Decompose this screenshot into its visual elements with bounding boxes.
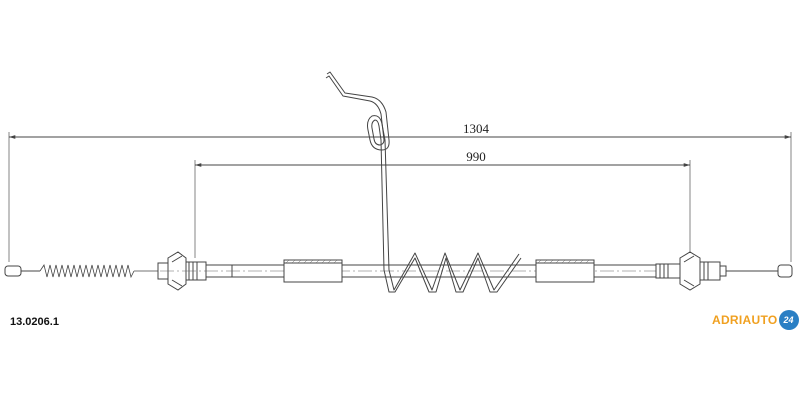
overall-dimension-label: 1304 xyxy=(463,121,490,136)
inner-dimension-label: 990 xyxy=(466,149,486,164)
brand-name: ADRIAUTO xyxy=(712,313,778,327)
brand-logo: ADRIAUTO 24 xyxy=(712,308,799,332)
right-end-fitting xyxy=(726,264,793,278)
wire-clip xyxy=(325,71,522,293)
sleeve-hatching xyxy=(285,259,590,264)
spring xyxy=(39,264,160,279)
right-adjuster xyxy=(655,251,727,291)
part-number: 13.0206.1 xyxy=(10,316,59,328)
extension-lines xyxy=(8,132,792,262)
conduit-sleeves xyxy=(283,259,595,283)
brand-badge: 24 xyxy=(778,310,799,330)
left-end-fitting xyxy=(4,265,40,277)
